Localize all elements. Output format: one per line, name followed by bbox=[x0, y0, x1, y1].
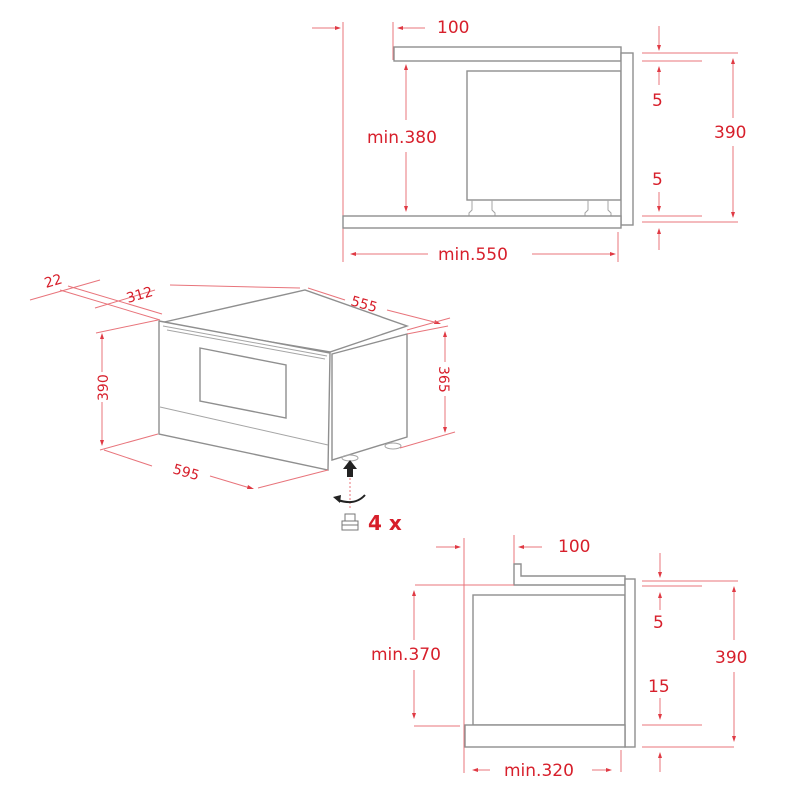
total-height-label: 390 bbox=[714, 123, 746, 143]
arrow-up-icon bbox=[343, 460, 357, 477]
setback-label: 100 bbox=[437, 18, 469, 38]
side-view-top: 100 min.380 min.550 5 5 bbox=[312, 18, 746, 265]
front-height-label: 390 bbox=[96, 374, 112, 401]
lower-shelf bbox=[342, 215, 622, 229]
min-depth-label: min.550 bbox=[438, 245, 508, 265]
min-height-label: min.370 bbox=[371, 645, 441, 665]
body-height-label: 365 bbox=[435, 366, 451, 393]
upper-shelf bbox=[513, 563, 626, 586]
gap-bottom-label: 5 bbox=[652, 170, 663, 190]
dimension-312-label: 312 bbox=[125, 284, 155, 307]
oven-door bbox=[624, 578, 636, 748]
min-height-label: min.380 bbox=[367, 128, 437, 148]
foot bbox=[468, 200, 496, 217]
width-label: 595 bbox=[171, 461, 201, 484]
oven-window bbox=[199, 347, 287, 419]
foot-icon bbox=[341, 513, 359, 531]
foot bbox=[584, 200, 612, 217]
rotate-arrow-icon bbox=[333, 494, 366, 504]
lower-shelf bbox=[464, 724, 626, 748]
gap-top-label: 5 bbox=[652, 91, 663, 111]
total-height-label: 390 bbox=[715, 648, 747, 668]
side-view-bottom: 100 min.370 min.320 5 15 bbox=[371, 535, 747, 781]
oven-side-face bbox=[331, 333, 408, 461]
gap-bottom-label: 15 bbox=[648, 677, 670, 697]
door-thickness-label: 22 bbox=[43, 272, 65, 292]
setback-label: 100 bbox=[558, 537, 590, 557]
oven-body bbox=[466, 70, 622, 201]
depth-label: 555 bbox=[349, 293, 379, 316]
oven-body bbox=[472, 594, 626, 726]
gap-top-label: 5 bbox=[653, 613, 664, 633]
oven-door bbox=[620, 52, 634, 226]
min-depth-label: min.320 bbox=[504, 761, 574, 781]
feet-count-label: 4 x bbox=[368, 511, 402, 535]
isometric-view: 22 312 555 390 365 595 bbox=[29, 272, 456, 535]
upper-shelf bbox=[393, 46, 622, 62]
